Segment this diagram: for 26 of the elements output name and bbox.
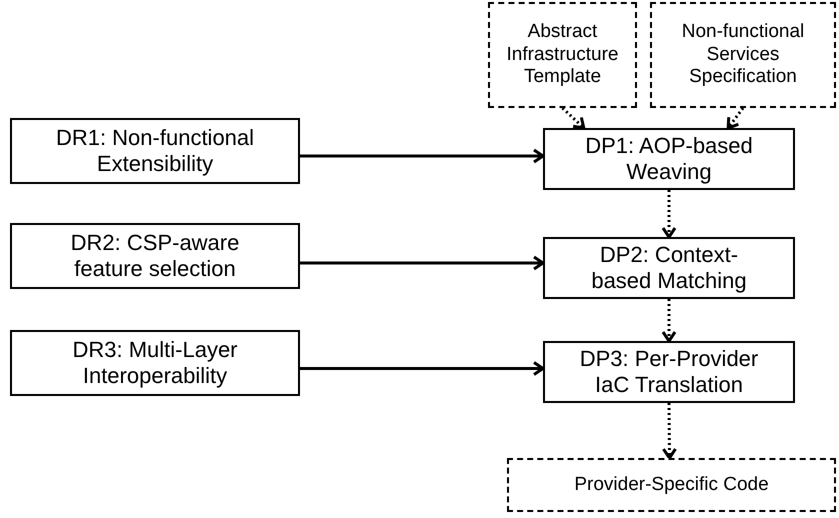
box-label: DP3: Per-Provider IaC Translation bbox=[578, 346, 760, 398]
arrow bbox=[662, 190, 676, 238]
process-box bbox=[10, 118, 300, 184]
box-label: DR2: CSP-aware feature selection bbox=[70, 230, 240, 282]
arrow bbox=[662, 402, 677, 460]
artifact-box bbox=[650, 2, 836, 108]
arrow bbox=[300, 148, 544, 164]
process-box bbox=[543, 128, 795, 190]
process-box bbox=[543, 341, 795, 403]
arrow bbox=[726, 107, 744, 130]
box-label: DR3: Multi-Layer Interoperability bbox=[71, 336, 239, 390]
arrow bbox=[662, 299, 676, 342]
process-box bbox=[10, 223, 300, 289]
artifact-box bbox=[488, 2, 637, 108]
arrow bbox=[300, 256, 544, 270]
box-label: Non-functional Services Specification bbox=[680, 20, 806, 90]
arrow bbox=[561, 106, 586, 130]
box-label: Provider-Specific Code bbox=[574, 474, 769, 496]
process-box bbox=[543, 237, 795, 299]
box-label: DP2: Context-based Matching bbox=[590, 242, 748, 294]
process-box bbox=[10, 330, 300, 396]
artifact-box bbox=[507, 458, 836, 512]
box-label: Abstract Infrastructure Template bbox=[506, 20, 620, 90]
box-label: DP1: AOP-based Weaving bbox=[584, 132, 754, 186]
box-label: DR1: Non-functional Extensibility bbox=[54, 124, 256, 178]
arrow bbox=[300, 361, 544, 376]
